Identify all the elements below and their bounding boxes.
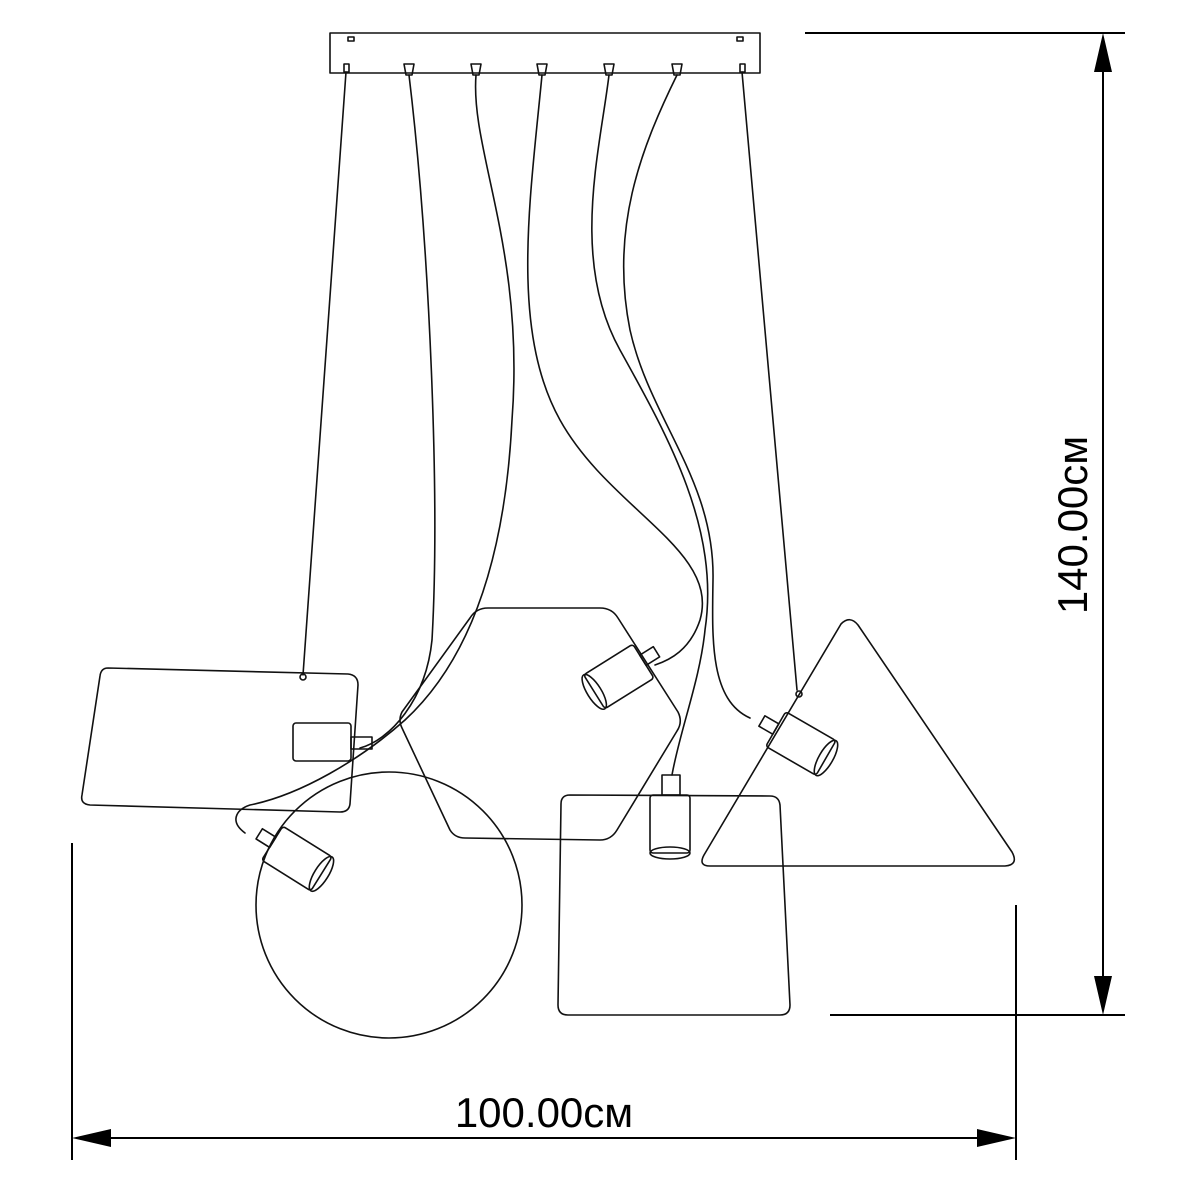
cord-grip-2 (403, 63, 415, 76)
socket-1 (292, 722, 373, 762)
ceiling-canopy (329, 32, 761, 76)
cord-grip-7 (739, 63, 746, 73)
height-label: 140.00см (1049, 436, 1096, 614)
triangle-shade (701, 618, 1016, 867)
socket-4 (649, 774, 691, 860)
canopy-screw-left (347, 36, 355, 42)
rectangle-shade-hook (299, 673, 307, 681)
cable-socket-5 (622, 74, 751, 719)
width-dimension: 100.00см (71, 843, 1017, 1160)
cord-grip-4 (536, 63, 548, 76)
cord-grip-5 (603, 63, 615, 76)
cord-grip-3 (470, 63, 482, 76)
square-shade (557, 794, 791, 1016)
wire-triangle-shade (741, 71, 798, 691)
wire-rectangle-shade (302, 71, 347, 676)
canopy-screw-right (736, 36, 744, 42)
width-arrow-right (977, 1129, 1016, 1147)
triangle-shade-hook (795, 690, 803, 698)
cord-grip-1 (343, 63, 350, 73)
socket-5 (758, 711, 839, 777)
socket-3 (581, 644, 661, 710)
height-arrow-top (1094, 33, 1112, 72)
cable-socket-1 (359, 74, 436, 749)
hexagon-shade (399, 607, 682, 841)
width-label: 100.00см (455, 1089, 633, 1136)
cable-socket-2 (235, 74, 515, 834)
width-arrow-left (72, 1129, 111, 1147)
cable-socket-3 (526, 74, 703, 666)
cable-socket-4 (591, 74, 709, 776)
circle-shade (255, 771, 523, 1039)
height-dimension: 140.00см (805, 32, 1125, 1016)
socket-2 (255, 826, 335, 893)
height-arrow-bottom (1094, 976, 1112, 1015)
suspension-cables (235, 71, 798, 834)
rectangle-shade (80, 667, 359, 813)
cord-grip-6 (671, 63, 683, 76)
